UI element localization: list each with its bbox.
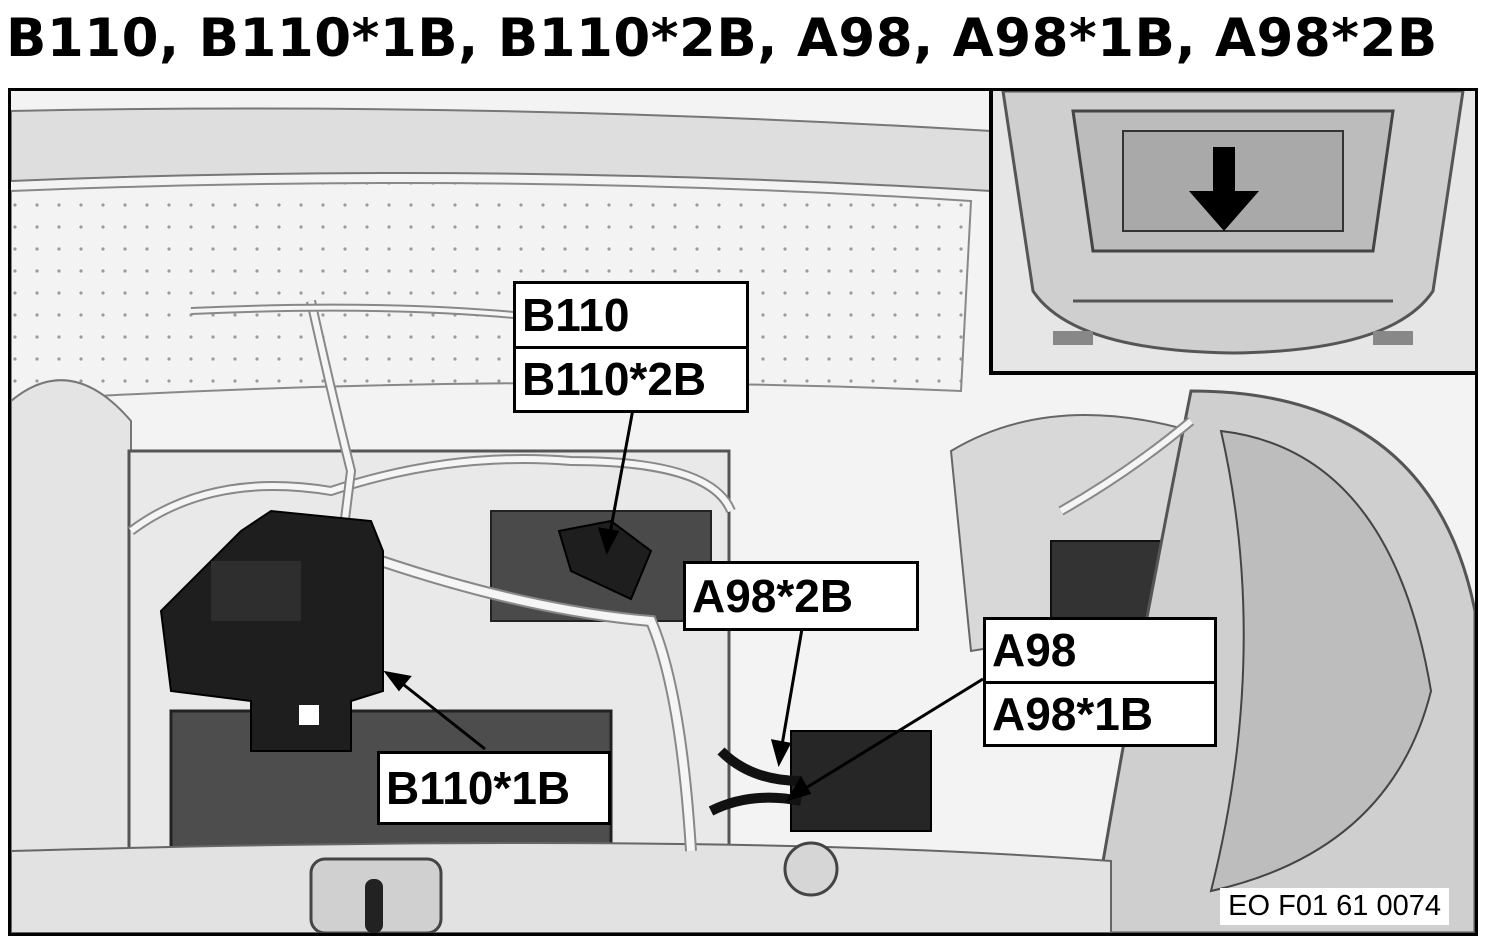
vehicle-overview-inset <box>989 91 1475 375</box>
page-title: B110, B110*1B, B110*2B, A98, A98*1B, A98… <box>6 8 1438 69</box>
reference-code: EO F01 61 0074 <box>1220 888 1449 925</box>
callout-a98: A98 <box>992 624 1077 677</box>
leader-arrows <box>383 408 984 802</box>
callout-b110: B110 <box>522 288 630 341</box>
callout-a98-1b: A98*1B <box>986 680 1214 745</box>
callout-b110-2b: B110*2B <box>516 345 746 411</box>
vehicle-rear-view <box>993 91 1475 371</box>
callout-a98-group: A98 A98*1B <box>983 617 1217 747</box>
callout-b110-1b: B110*1B <box>377 751 611 825</box>
callout-b110-group: B110 B110*2B <box>513 281 749 413</box>
callout-a98-2b: A98*2B <box>683 561 919 631</box>
down-arrow-icon <box>1189 147 1259 231</box>
diagram-frame: B110 B110*2B B110*1B A98*2B A98 A98*1B E… <box>8 88 1478 936</box>
